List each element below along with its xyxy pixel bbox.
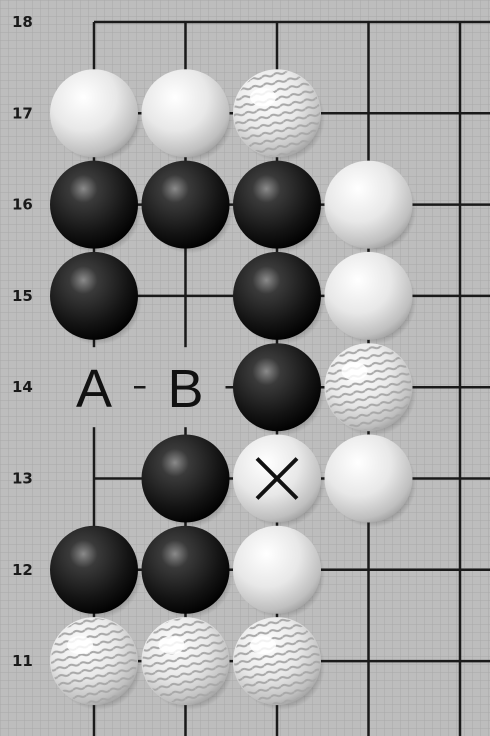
letter-mark-b: B: [167, 359, 203, 419]
stone-body: [142, 161, 230, 249]
stone-body: [233, 526, 321, 614]
stone-body: [233, 343, 321, 431]
stone-highlight: [159, 636, 185, 654]
stone-stripes: [51, 618, 137, 704]
letter-mark-a: A: [76, 359, 112, 419]
stone-body: [142, 435, 230, 523]
row-label: 15: [12, 287, 33, 305]
stone-body: [50, 69, 138, 157]
stone-highlight: [67, 636, 93, 654]
stone-body: [325, 252, 413, 340]
stone-highlight: [250, 636, 276, 654]
stone-body: [142, 69, 230, 157]
stone-body: [50, 252, 138, 340]
stone-stripes: [143, 618, 229, 704]
row-label: 14: [12, 378, 33, 396]
stone-stripes: [234, 70, 320, 156]
row-label: 11: [12, 652, 33, 670]
stone-body: [233, 252, 321, 340]
stone-highlight: [342, 362, 368, 380]
stone-body: [50, 161, 138, 249]
stone-stripes: [326, 344, 412, 430]
stone-body: [50, 526, 138, 614]
stone-body: [142, 526, 230, 614]
row-label: 18: [12, 13, 33, 31]
row-label: 16: [12, 196, 33, 214]
stone-body: [233, 161, 321, 249]
stone-body: [325, 435, 413, 523]
stone-stripes: [234, 618, 320, 704]
row-label: 17: [12, 104, 33, 122]
stone-highlight: [250, 88, 276, 106]
row-label: 12: [12, 561, 33, 579]
stone-body: [325, 161, 413, 249]
row-label: 13: [12, 470, 33, 488]
